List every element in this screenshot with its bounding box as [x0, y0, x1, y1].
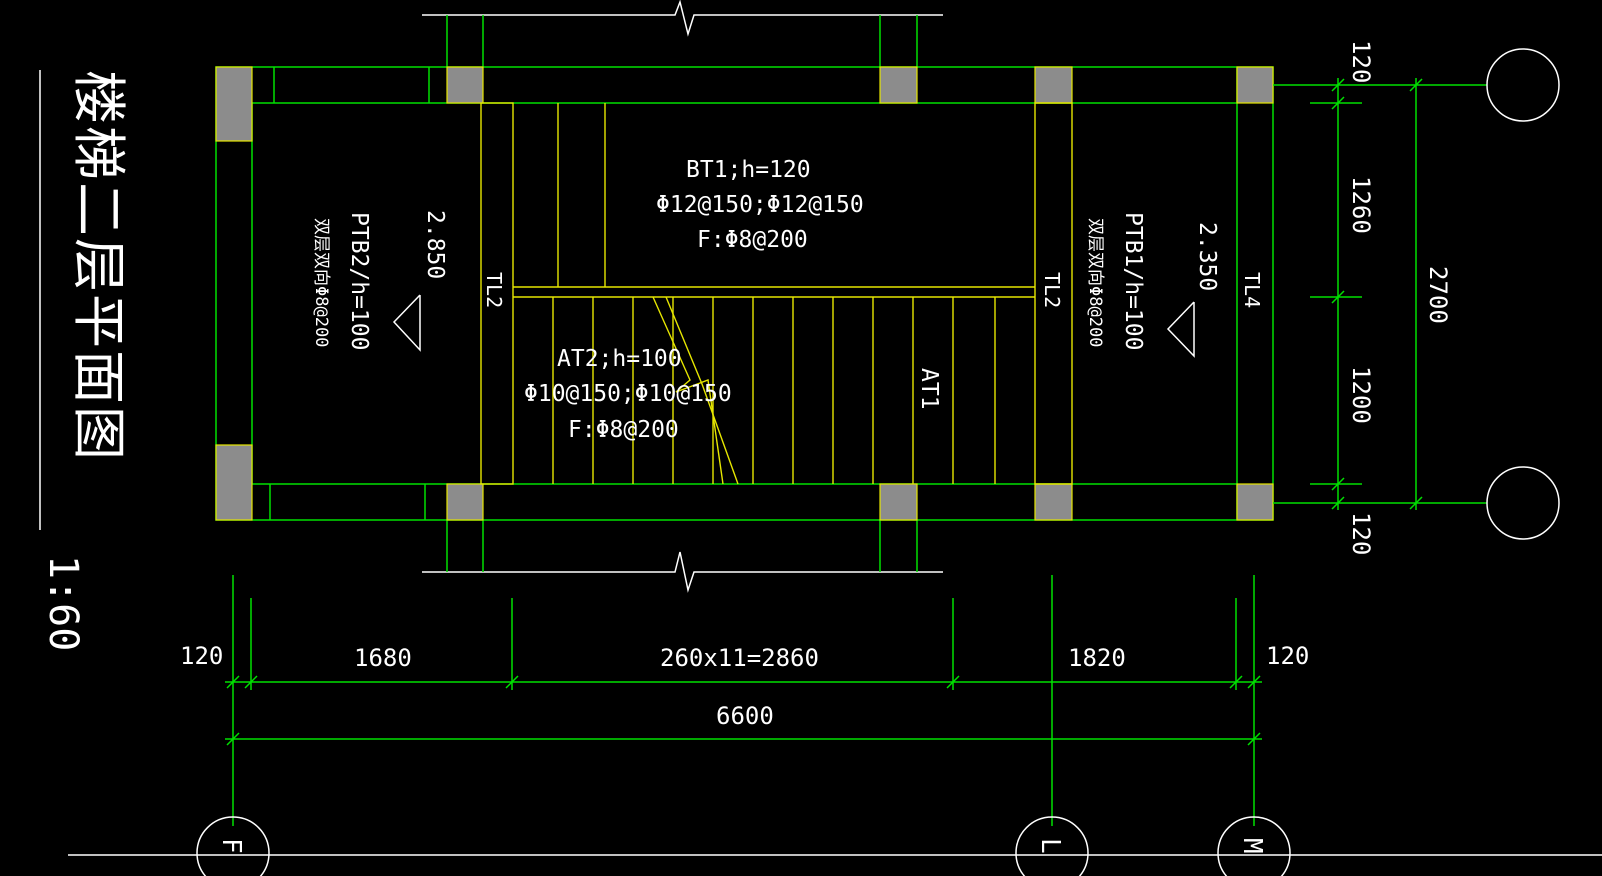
vertical-dimensions: 120 1260 1200 120 2700: [1273, 40, 1487, 555]
grid-bubble-right-top: [1486, 48, 1560, 122]
ptb1-name: PTB1/h=100: [1120, 212, 1146, 350]
dim-v-120-bottom: 120: [1347, 512, 1375, 555]
dim-h-120-right: 120: [1266, 642, 1309, 670]
ptb2-elevation: 2.850: [422, 210, 448, 279]
column: [215, 66, 253, 142]
dim-v-1200: 1200: [1347, 366, 1375, 424]
bt1-name: BT1;h=120: [686, 157, 811, 183]
grid-bubbles: F L M: [196, 48, 1560, 876]
dim-v-total: 2700: [1424, 266, 1452, 324]
break-lines: [422, 0, 943, 593]
at2-dist-rebar: F:Φ8@200: [568, 417, 679, 443]
dim-v-120-top: 120: [1347, 40, 1375, 83]
column: [879, 483, 918, 521]
grid-label-f: F: [216, 838, 246, 854]
top-break-line: [422, 0, 943, 37]
beam-tl2-right: [1034, 102, 1073, 485]
beam-tl2-left: [480, 102, 514, 485]
stair-flights: [480, 102, 1073, 485]
columns: [215, 66, 1274, 521]
column: [446, 66, 484, 104]
column: [1034, 66, 1073, 104]
wall-outline: [215, 66, 1274, 521]
ptb2-rebar: 双层双向Φ8@200: [311, 218, 331, 347]
at1-name: AT1: [916, 368, 942, 410]
dim-h-1680: 1680: [354, 644, 412, 672]
column: [1236, 66, 1274, 104]
grid-bubble-l: [1015, 816, 1089, 876]
tl2-right-label: TL2: [1040, 272, 1064, 308]
at2-name: AT2;h=100: [557, 346, 682, 372]
horizontal-dimensions: 120 1680 260x11=2860 1820 120 6600: [180, 575, 1309, 826]
bt1-dist-rebar: F:Φ8@200: [697, 227, 808, 253]
grid-bubble-right-bottom: [1486, 466, 1560, 540]
drawing-scale: 1:60: [40, 555, 86, 651]
column: [1236, 483, 1274, 521]
column: [446, 483, 484, 521]
grid-bubble-m: [1217, 816, 1291, 876]
dim-h-total: 6600: [716, 702, 774, 730]
slab-labels: BT1;h=120 Φ12@150;Φ12@150 F:Φ8@200 AT2;h…: [311, 157, 1220, 443]
grid-label-l: L: [1035, 838, 1065, 854]
column: [1034, 483, 1073, 521]
tl2-left-label: TL2: [482, 272, 506, 308]
at2-top-rebar: Φ10@150;Φ10@150: [524, 381, 732, 407]
ptb1-elevation-mark: [1166, 301, 1195, 358]
bt1-top-rebar: Φ12@150;Φ12@150: [656, 192, 864, 218]
drawing-title-group: 楼梯二层平面图 1:60: [39, 70, 130, 651]
beam-labels: TL2 TL2 TL4: [482, 272, 1264, 308]
column: [215, 444, 253, 521]
ptb2-name: PTB2/h=100: [346, 212, 372, 350]
dim-h-1820: 1820: [1068, 644, 1126, 672]
column: [879, 66, 918, 104]
ptb2-elevation-mark: [392, 294, 421, 352]
dim-v-1260: 1260: [1347, 176, 1375, 234]
bottom-break-line: [422, 551, 943, 593]
dim-h-120-left: 120: [180, 642, 223, 670]
drawing-title: 楼梯二层平面图: [67, 70, 130, 462]
tl4-label: TL4: [1240, 272, 1264, 308]
grid-bubble-f: [196, 816, 270, 876]
ptb1-rebar: 双层双向Φ8@200: [1085, 218, 1105, 347]
ptb1-elevation: 2.350: [1194, 222, 1220, 291]
grid-label-m: M: [1237, 838, 1267, 854]
dim-h-stair-run: 260x11=2860: [660, 644, 819, 672]
